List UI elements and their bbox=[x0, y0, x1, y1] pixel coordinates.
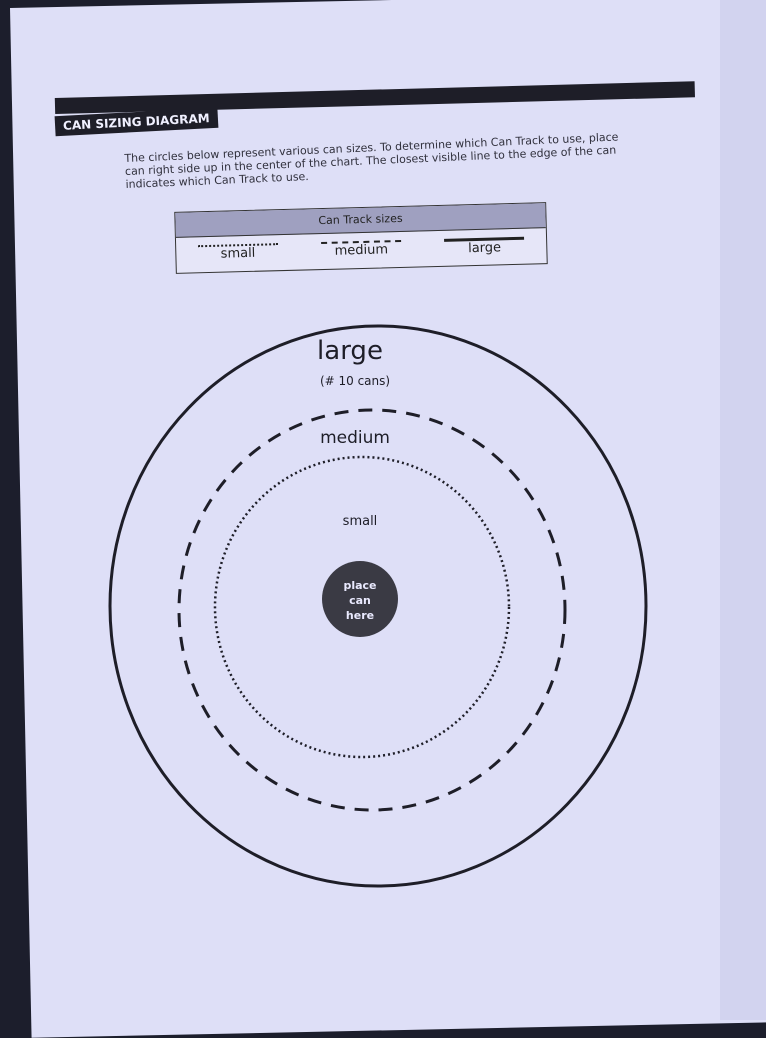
center-text-line: place bbox=[343, 579, 377, 592]
center-can-spot bbox=[322, 561, 398, 637]
medium-circle bbox=[177, 408, 567, 812]
large-label: large bbox=[317, 336, 383, 366]
small-label: small bbox=[342, 514, 378, 529]
center-text: place can here bbox=[330, 578, 390, 623]
center-text-line: can bbox=[349, 594, 371, 607]
small-circle bbox=[213, 455, 511, 759]
large-note: (# 10 cans) bbox=[319, 374, 391, 388]
medium-label: medium bbox=[320, 428, 390, 448]
large-circle bbox=[108, 324, 648, 888]
paper-edge bbox=[720, 0, 766, 1020]
center-text-line: here bbox=[345, 609, 375, 622]
